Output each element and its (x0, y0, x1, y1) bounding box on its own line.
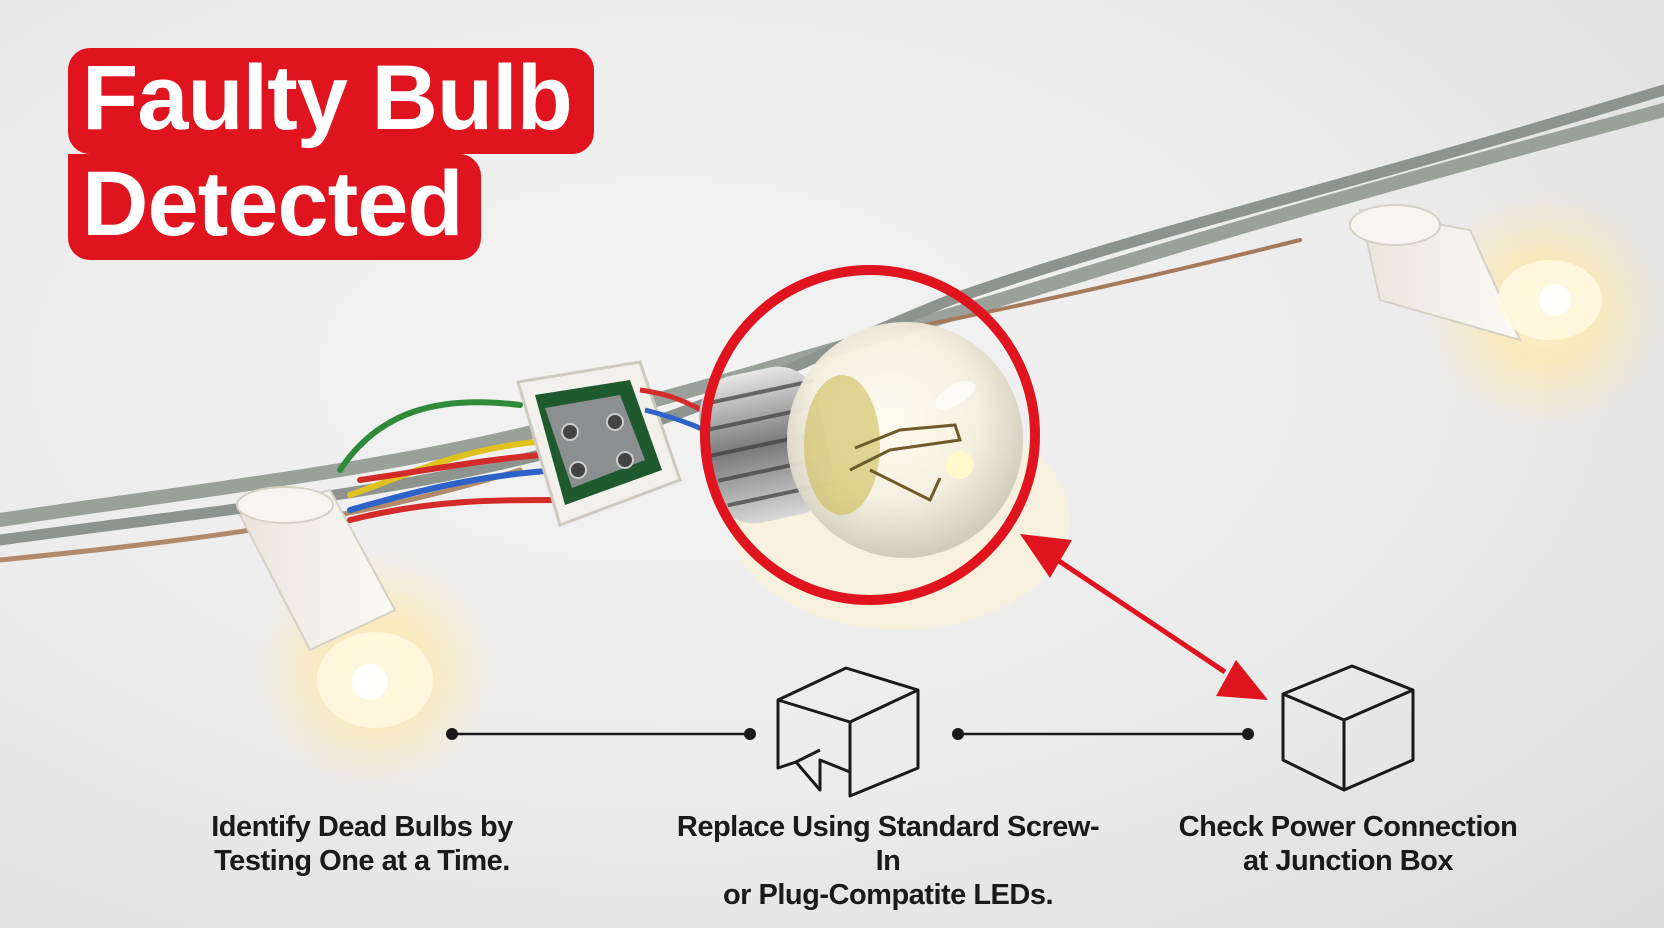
right-bulb (1349, 190, 1664, 430)
red-arrow (1020, 534, 1268, 700)
step-2-caption: Replace Using Standard Screw-In or Plug-… (668, 810, 1108, 912)
open-box-icon (776, 666, 920, 798)
title-line-1: Faulty Bulb (68, 48, 594, 154)
step-1-caption: Identify Dead Bulbs by Testing One at a … (162, 810, 562, 878)
title-line-2: Detected (68, 154, 481, 260)
step-2-line-2: or Plug-Compatite LEDs. (722, 879, 1054, 911)
title-badge: Faulty Bulb Detected (68, 48, 594, 260)
faulty-bulb (699, 322, 1070, 630)
step-3-line-2: at Junction Box (1242, 845, 1454, 877)
closed-box-icon (1281, 664, 1415, 792)
step-connector-left (446, 728, 756, 740)
step-connector-right (952, 728, 1254, 740)
step-3-line-1: Check Power Connection (1178, 811, 1518, 843)
highlight-circle (700, 265, 1040, 605)
left-bulb (236, 486, 495, 790)
colored-wires (337, 399, 563, 523)
step-3-caption: Check Power Connection at Junction Box (1148, 810, 1548, 878)
step-2-line-1: Replace Using Standard Screw-In (676, 811, 1100, 877)
junction-module (516, 360, 727, 527)
step-1-line-1: Identify Dead Bulbs by (211, 811, 513, 843)
step-1-line-2: Testing One at a Time. (214, 845, 510, 877)
